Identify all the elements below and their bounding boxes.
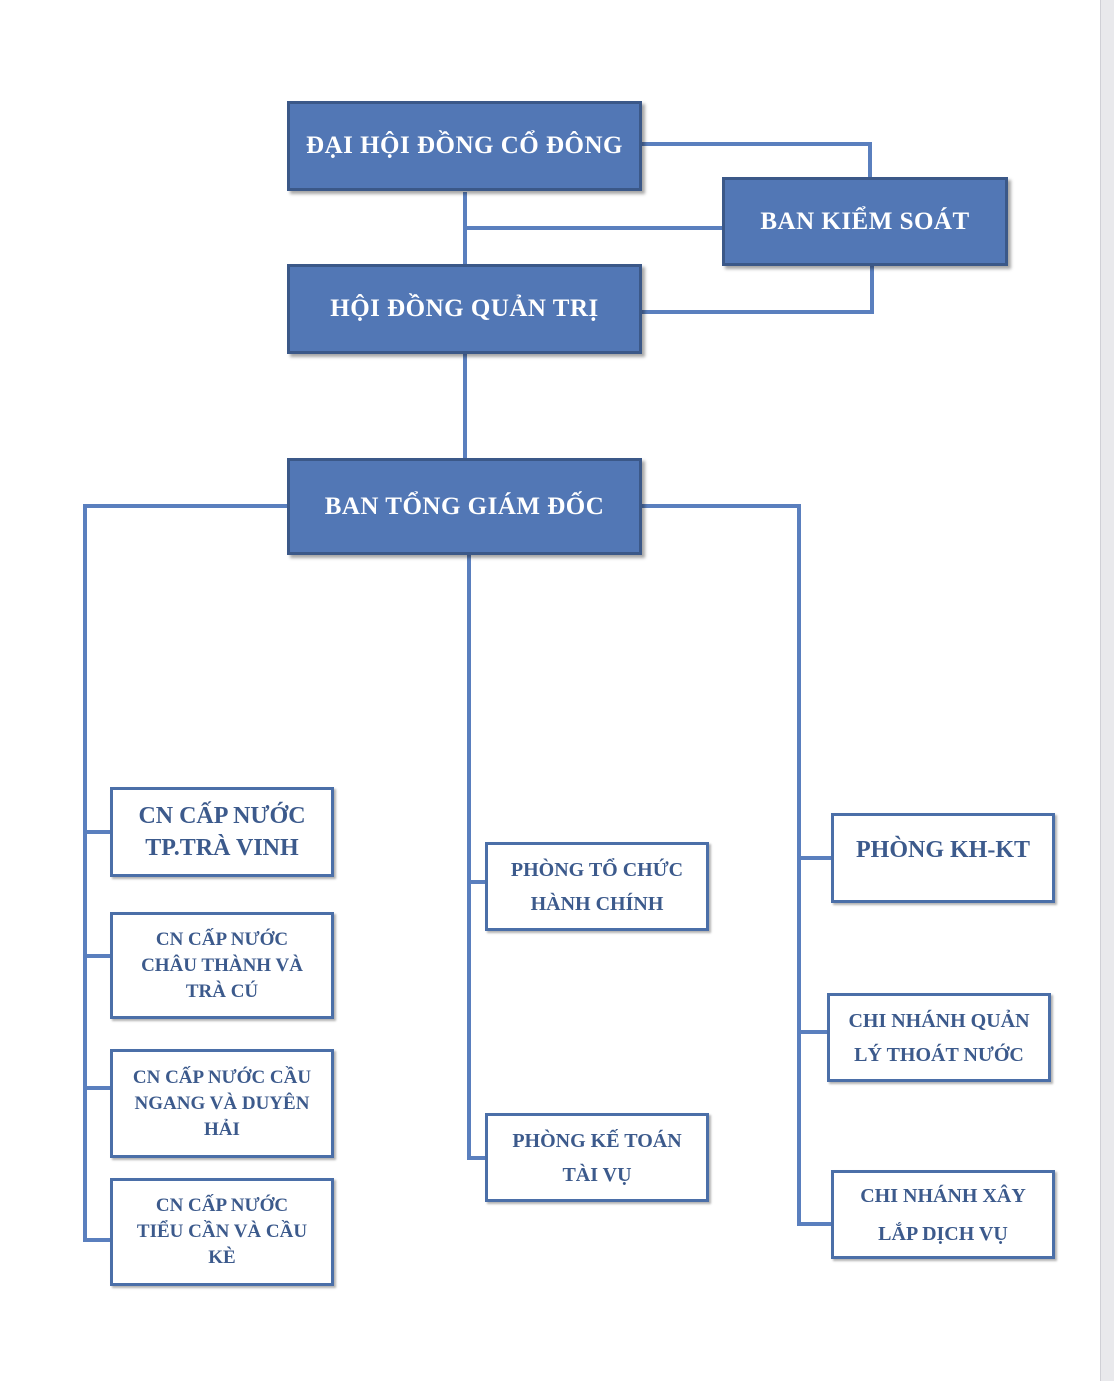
node-branch-tieu-can: CN CẤP NƯỚC TIỂU CẦN VÀ CẦU KÈ <box>110 1178 334 1286</box>
node-unit-drainage: CHI NHÁNH QUẢN LÝ THOÁT NƯỚC <box>827 993 1051 1082</box>
node-branch-cau-ngang: CN CẤP NƯỚC CẦU NGANG VÀ DUYÊN HẢI <box>110 1049 334 1158</box>
node-dept-accounting: PHÒNG KẾ TOÁN TÀI VỤ <box>485 1113 709 1202</box>
node-supervisory: BAN KIỂM SOÁT <box>722 177 1008 266</box>
node-label: BAN KIỂM SOÁT <box>760 207 970 235</box>
node-unit-construction: CHI NHÁNH XÂY LẮP DỊCH VỤ <box>831 1170 1055 1259</box>
page-edge <box>1100 0 1114 1381</box>
node-unit-kh-kt: PHÒNG KH-KT <box>831 813 1055 903</box>
node-label: PHÒNG KẾ TOÁN TÀI VỤ <box>512 1129 682 1186</box>
node-branch-chau-thanh: CN CẤP NƯỚC CHÂU THÀNH VÀ TRÀ CÚ <box>110 912 334 1019</box>
node-label: CN CẤP NƯỚC TIỂU CẦN VÀ CẦU KÈ <box>136 1195 308 1268</box>
node-label: CN CẤP NƯỚC CHÂU THÀNH VÀ TRÀ CÚ <box>141 928 303 1002</box>
node-branch-tra-vinh: CN CẤP NƯỚC TP.TRÀ VINH <box>110 787 334 877</box>
connector-left-trunk <box>83 504 287 1242</box>
node-executive: BAN TỔNG GIÁM ĐỐC <box>287 458 642 555</box>
node-label: CHI NHÁNH XÂY LẮP DỊCH VỤ <box>860 1184 1026 1245</box>
node-label: ĐẠI HỘI ĐỒNG CỔ ĐÔNG <box>306 132 623 159</box>
connector-shareholders-supervisory <box>642 142 872 178</box>
connector-middle-trunk <box>467 555 486 1160</box>
node-label: BAN TỔNG GIÁM ĐỐC <box>324 492 605 520</box>
node-label: CN CẤP NƯỚC TP.TRÀ VINH <box>138 803 306 861</box>
node-board: HỘI ĐỒNG QUẢN TRỊ <box>287 264 642 354</box>
node-label: CHI NHÁNH QUẢN LÝ THOÁT NƯỚC <box>848 1009 1030 1066</box>
node-label: PHÒNG KH-KT <box>856 837 1030 863</box>
node-shareholders: ĐẠI HỘI ĐỒNG CỔ ĐÔNG <box>287 101 642 191</box>
connector-right-trunk <box>642 504 831 1226</box>
node-label: CN CẤP NƯỚC CẦU NGANG VÀ DUYÊN HẢI <box>132 1066 312 1140</box>
connector-supervisory-board <box>642 266 874 314</box>
node-label: PHÒNG TỔ CHỨC HÀNH CHÍNH <box>510 858 684 915</box>
node-label: HỘI ĐỒNG QUẢN TRỊ <box>330 295 599 322</box>
node-dept-admin: PHÒNG TỔ CHỨC HÀNH CHÍNH <box>485 842 709 931</box>
